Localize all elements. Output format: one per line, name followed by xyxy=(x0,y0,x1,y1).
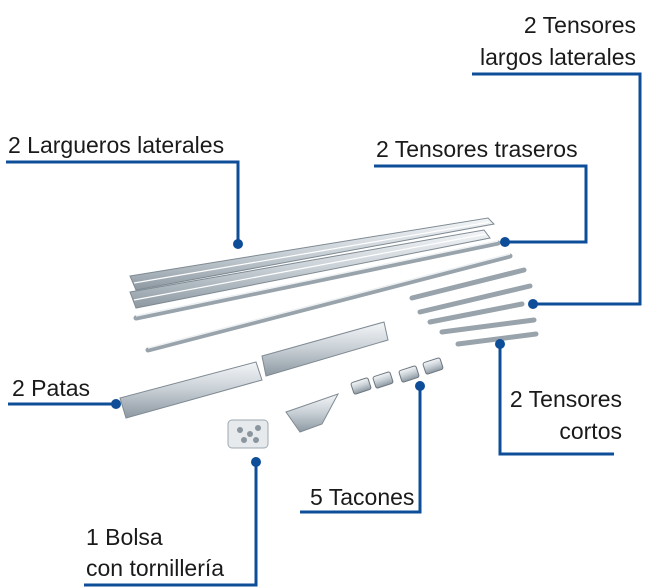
angle-bracket xyxy=(285,393,340,433)
label-tensores-cortos-line1: 2 Tensores xyxy=(509,386,622,412)
label-tensores-largos-line1: 2 Tensores xyxy=(523,12,636,38)
hardware-bag xyxy=(227,419,269,449)
leader-largueros xyxy=(6,160,240,244)
label-largueros-laterales: 2 Largueros laterales xyxy=(8,132,225,158)
leader-bolsa xyxy=(84,462,258,587)
label-tacones: 5 Tacones xyxy=(310,484,415,510)
tacones-brackets xyxy=(350,357,444,395)
tensores-traseros-bars xyxy=(133,240,513,353)
label-bolsa-line1: 1 Bolsa xyxy=(86,524,163,550)
leader-dots xyxy=(111,237,538,467)
leader-tacones xyxy=(300,386,422,514)
tensores-cortos-bars xyxy=(409,267,539,347)
label-bolsa-line2: con tornillería xyxy=(86,555,225,581)
leader-lines xyxy=(6,72,642,587)
patas-legs xyxy=(119,321,389,419)
label-tensores-largos-line2: largos laterales xyxy=(480,44,636,70)
label-tensores-cortos-line2: cortos xyxy=(559,418,622,444)
label-patas: 2 Patas xyxy=(12,375,90,401)
leader-tensores-largos xyxy=(472,72,642,306)
label-tensores-traseros: 2 Tensores traseros xyxy=(376,136,578,162)
leader-tensores-traseros xyxy=(374,164,588,244)
largueros-laterales-rails xyxy=(129,217,496,309)
leader-tensores-cortos xyxy=(498,344,614,456)
